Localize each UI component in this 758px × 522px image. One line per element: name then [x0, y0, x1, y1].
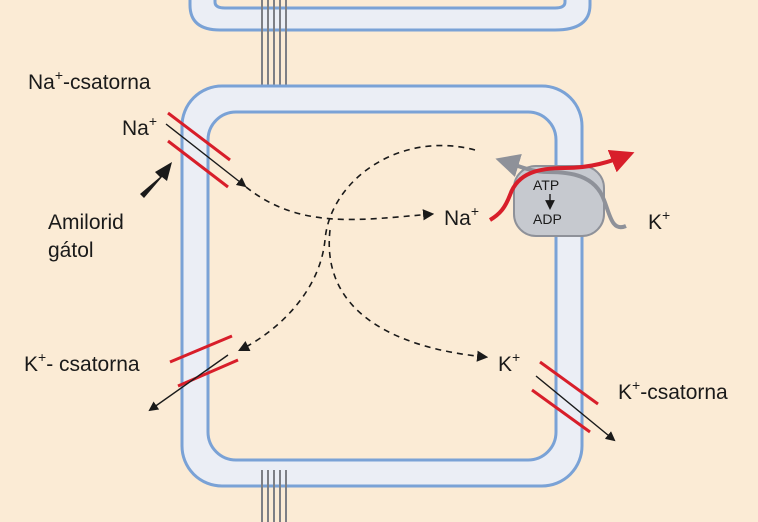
amilorid-label-2: gátol [48, 239, 94, 262]
na-ion-label-pump: Na+ [444, 203, 480, 230]
k-channel-right-title: K+-csatorna [618, 377, 728, 404]
k-channel-left [148, 334, 239, 412]
k-ion-label-pump: K+ [648, 207, 671, 234]
dashed-paths [237, 144, 489, 362]
k-channel-right [531, 360, 616, 442]
k-path-to-right-channel [328, 229, 489, 362]
k-ion-label-right: K+ [498, 349, 521, 376]
tight-junction-top [261, 0, 287, 95]
adp-label: ADP [533, 211, 562, 227]
na-path-to-pump [245, 186, 435, 221]
amilorid-label-1: Amilorid [48, 211, 124, 234]
cell-membrane [180, 84, 584, 488]
atp-label: ATP [533, 177, 560, 193]
amilorid-arrow [140, 162, 172, 198]
na-ion-label-left: Na+ [122, 113, 158, 140]
na-channel-title: Na+-csatorna [28, 67, 151, 94]
upper-cell-membrane [188, 0, 592, 32]
na-channel [165, 111, 247, 189]
na-k-pump [488, 149, 635, 237]
tight-junction-bottom [261, 470, 287, 522]
k-channel-left-title: K+- csatorna [24, 349, 140, 376]
